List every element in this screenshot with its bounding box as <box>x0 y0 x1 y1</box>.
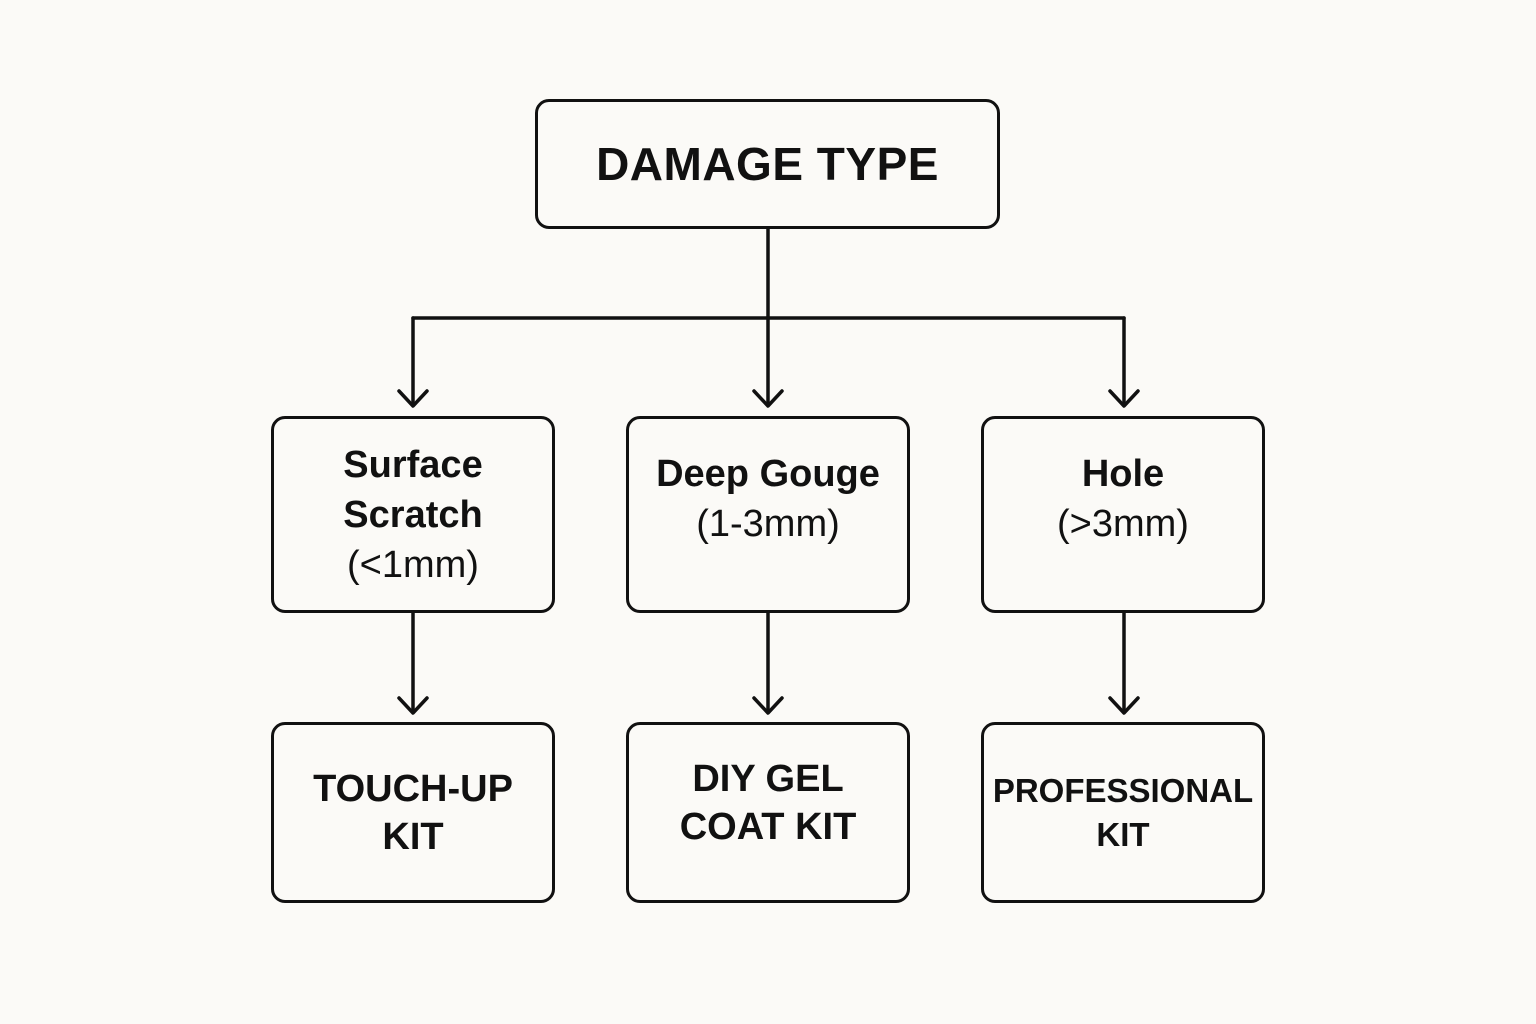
surface-scratch-node: Surface Scratch (<1mm) <box>271 416 555 613</box>
arrowhead-leaf-1 <box>397 696 429 715</box>
diy-gel-coat-kit-line-1: DIY GEL <box>692 758 844 800</box>
touch-up-kit-line-2: KIT <box>382 815 444 858</box>
surface-scratch-size: (<1mm) <box>347 543 479 586</box>
hole-node: Hole (>3mm) <box>981 416 1265 613</box>
arrowhead-leaf-3 <box>1108 696 1140 715</box>
touch-up-kit-line-1: TOUCH-UP <box>313 767 513 810</box>
surface-scratch-line-2: Scratch <box>343 493 483 536</box>
hole-line-1: Hole <box>1081 453 1165 495</box>
professional-kit-line-2: KIT <box>1096 815 1150 853</box>
arrowhead-cat-3 <box>1108 389 1140 408</box>
damage-type-node: DAMAGE TYPE <box>535 99 1000 229</box>
deep-gouge-line-1: Deep Gouge <box>656 453 880 495</box>
deep-gouge-node: Deep Gouge (1-3mm) <box>626 416 910 613</box>
surface-scratch-line-1: Surface <box>343 443 483 486</box>
diy-gel-coat-kit-node: DIY GEL COAT KIT <box>626 722 910 903</box>
diy-gel-coat-kit-line-2: COAT KIT <box>679 806 857 848</box>
arrowhead-leaf-2 <box>752 696 784 715</box>
deep-gouge-size: (1-3mm) <box>696 503 840 545</box>
professional-kit-node: PROFESSIONAL KIT <box>981 722 1265 903</box>
arrowhead-cat-2 <box>752 389 784 408</box>
hole-size: (>3mm) <box>1057 503 1189 545</box>
damage-type-label: DAMAGE TYPE <box>596 138 939 190</box>
touch-up-kit-node: TOUCH-UP KIT <box>271 722 555 903</box>
arrowhead-cat-1 <box>397 389 429 408</box>
professional-kit-line-1: PROFESSIONAL <box>992 771 1254 809</box>
